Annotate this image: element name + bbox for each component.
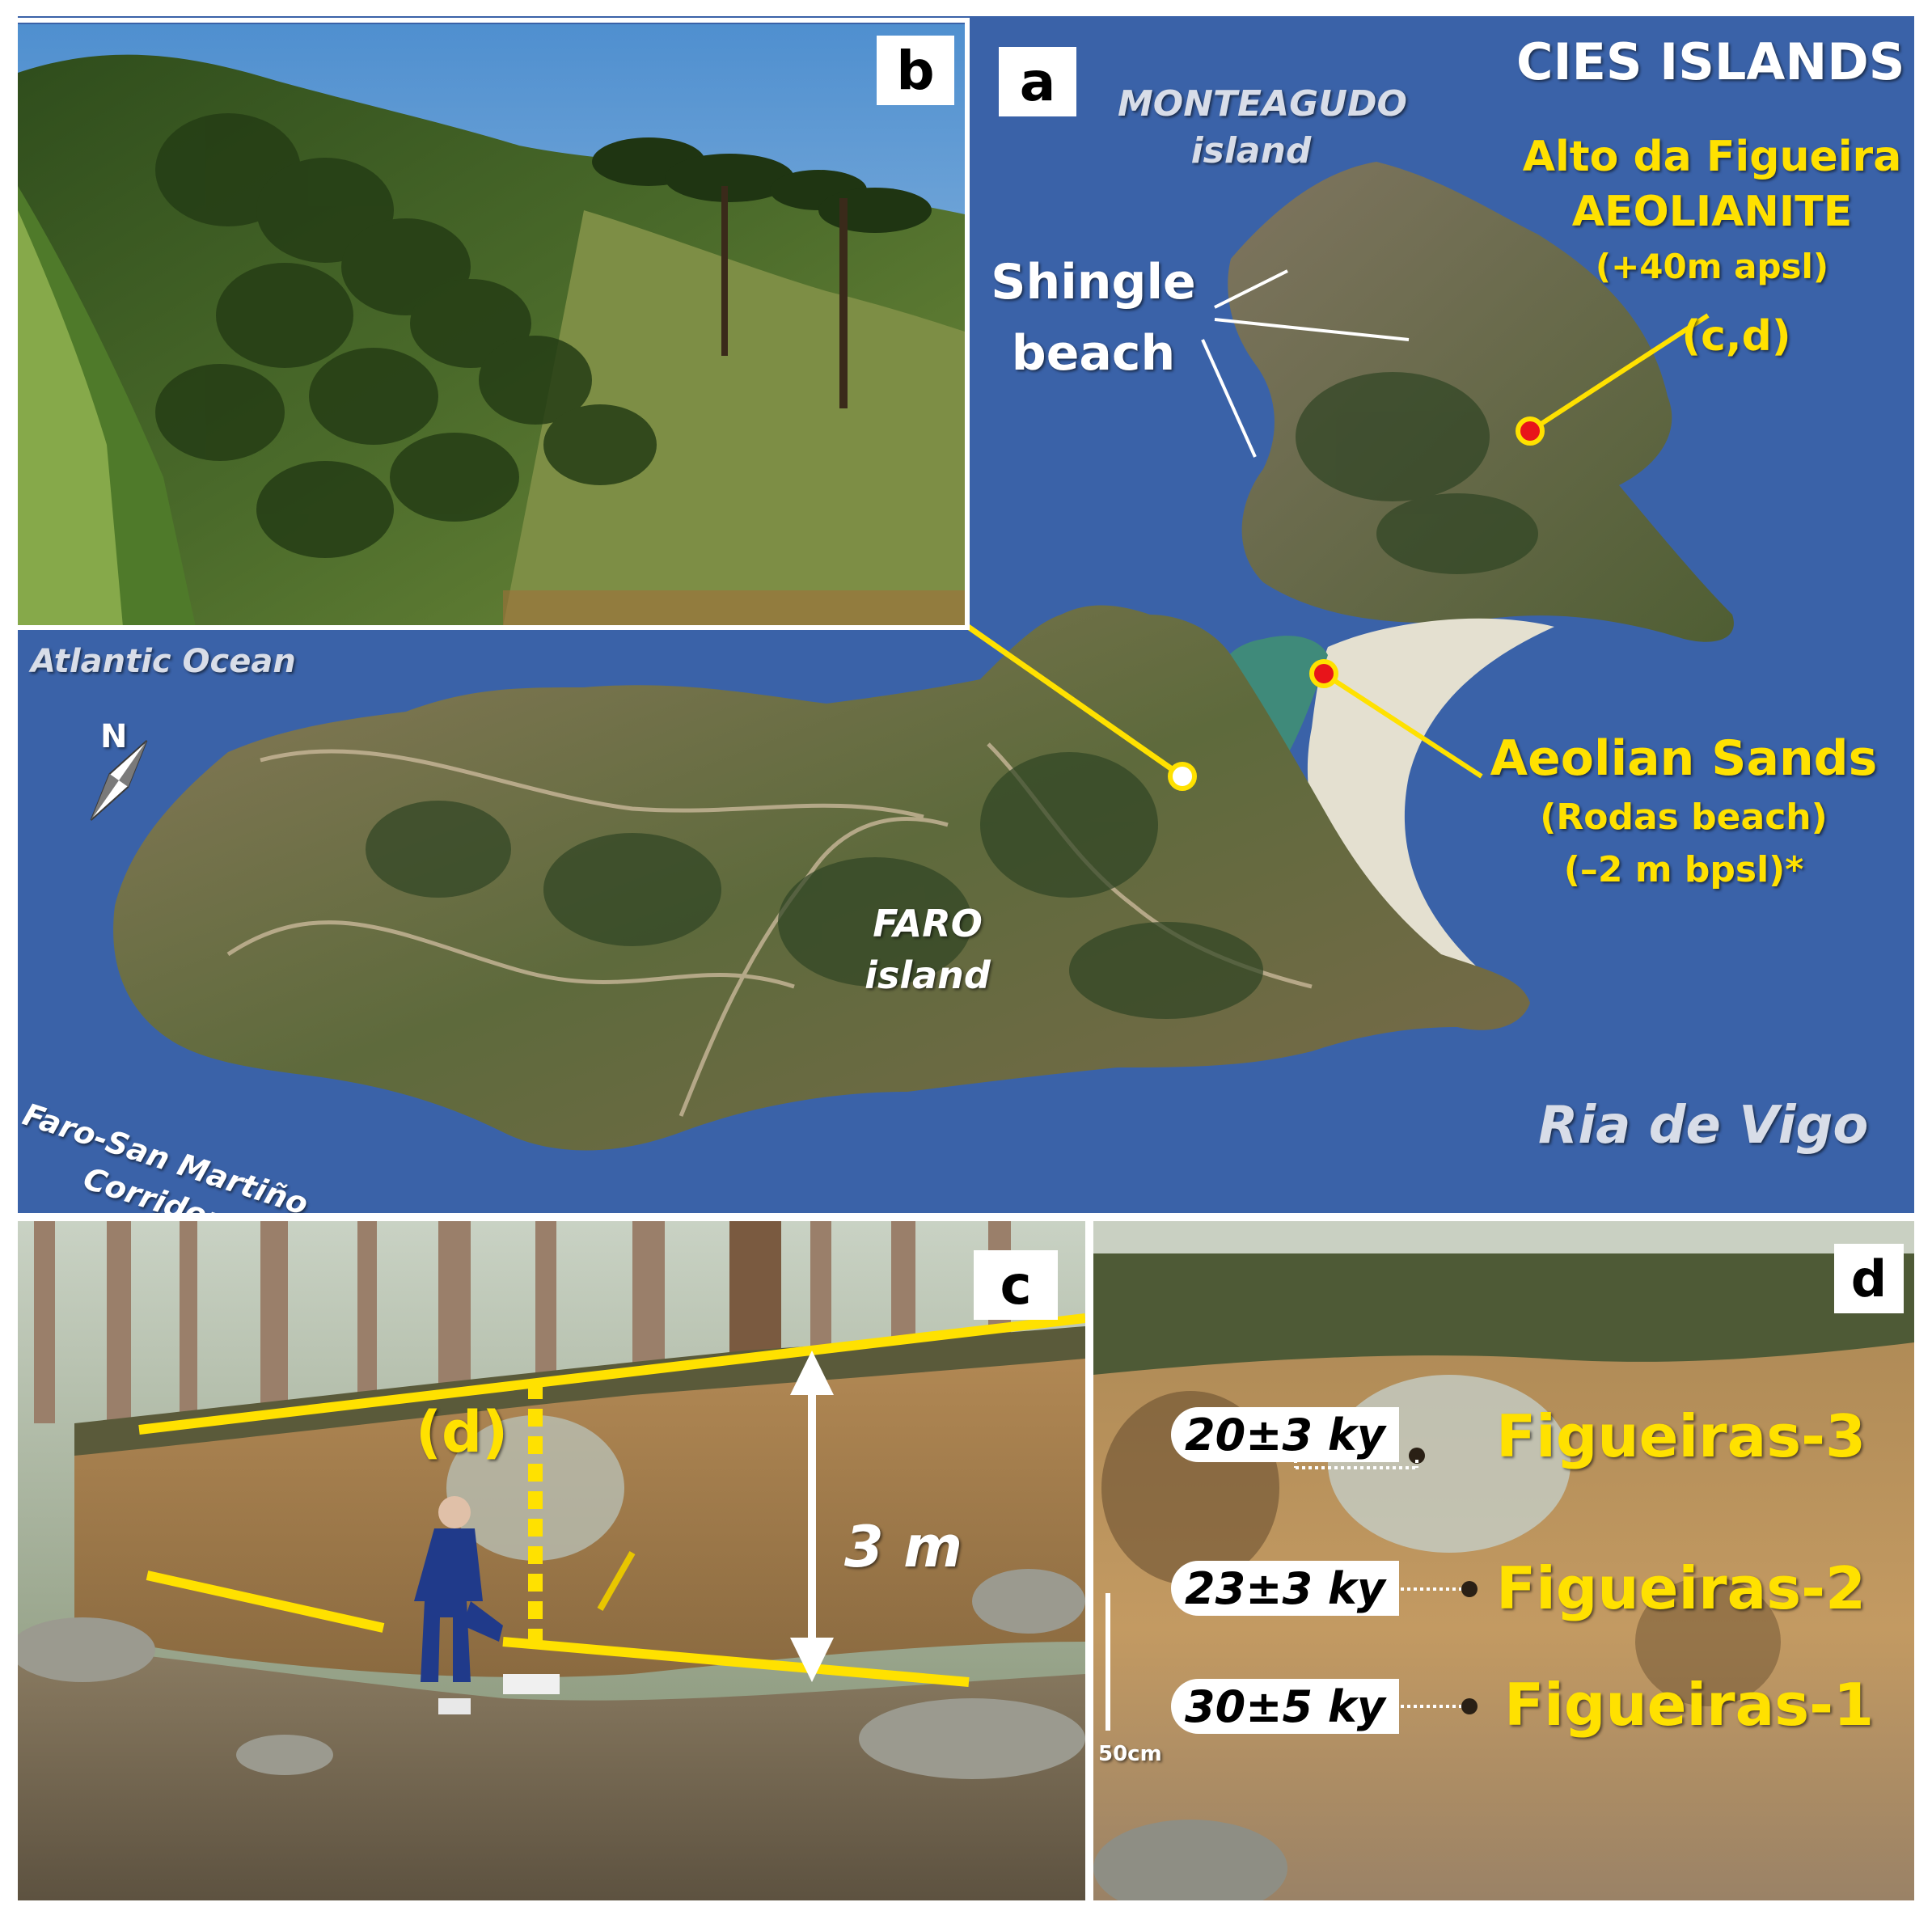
height-label: 3 m — [844, 1514, 963, 1580]
age-pill: 20±3 ky — [1171, 1407, 1399, 1462]
panel-a-letter: a — [999, 47, 1076, 116]
aeolianite-line1: Alto da Figueira — [1522, 133, 1902, 181]
marker-aeolian-sands — [1309, 659, 1338, 688]
panel-b-letter: b — [877, 36, 954, 105]
sample-name: Figueiras-2 — [1496, 1554, 1866, 1622]
aeolian-sands-label: Aeolian Sands (Rodas beach) (–2 m bpsl)* — [1473, 728, 1894, 894]
north-arrow-icon — [90, 740, 148, 821]
panel-d-letter: d — [1834, 1244, 1904, 1313]
panel-c-letter: c — [974, 1250, 1058, 1320]
shingle-line2: beach — [1011, 325, 1176, 382]
sample-name: Figueiras-1 — [1504, 1671, 1875, 1739]
sands-line2: (Rodas beach) — [1540, 797, 1828, 838]
faro-line1: FARO — [873, 902, 983, 945]
lagoon — [1215, 636, 1328, 768]
marker-panel-b — [1168, 762, 1197, 791]
north-label: N — [100, 718, 128, 755]
atlantic-label: Atlantic Ocean — [31, 643, 296, 680]
shingle-beach-label: Shingle beach — [988, 247, 1199, 389]
person-figure — [414, 1496, 503, 1682]
monteagudo-line1: MONTEAGUDO — [1118, 83, 1407, 125]
sands-line3: (–2 m bpsl)* — [1563, 849, 1804, 890]
panel-d: d 20±3 ky Figueiras-3 23±3 ky Figueiras-… — [1093, 1221, 1914, 1900]
aeolianite-elev: (+40m apsl) — [1595, 247, 1829, 286]
sample-name: Figueiras-3 — [1496, 1402, 1866, 1470]
map-title: CIES ISLANDS — [1516, 32, 1905, 91]
age-pill: 30±5 ky — [1171, 1679, 1399, 1734]
panel-c-ref-label: (d) — [416, 1399, 509, 1465]
age-pill: 23±3 ky — [1171, 1561, 1399, 1616]
monteagudo-label: MONTEAGUDO island — [1118, 81, 1407, 175]
monteagudo-line2: island — [1190, 130, 1312, 171]
monteagudo-island — [1228, 162, 1734, 642]
aeolianite-label: Alto da Figueira AEOLIANITE (+40m apsl) … — [1522, 129, 1902, 364]
faro-label: FARO island — [843, 898, 1013, 1001]
aeolianite-ref: (c,d) — [1681, 312, 1791, 361]
panel-c-photo — [18, 1221, 1085, 1900]
faro-line2: island — [865, 953, 991, 997]
panel-b: b — [18, 24, 965, 627]
sands-line1: Aeolian Sands — [1490, 730, 1878, 787]
scale-label: 50cm — [1098, 1742, 1162, 1766]
shingle-line1: Shingle — [991, 254, 1196, 311]
ria-label: Ria de Vigo — [1538, 1096, 1869, 1156]
aeolianite-line2: AEOLIANITE — [1571, 188, 1853, 236]
panel-b-photo — [18, 24, 965, 627]
marker-aeolianite — [1516, 416, 1545, 446]
panel-c: c (d) 3 m — [18, 1221, 1085, 1900]
